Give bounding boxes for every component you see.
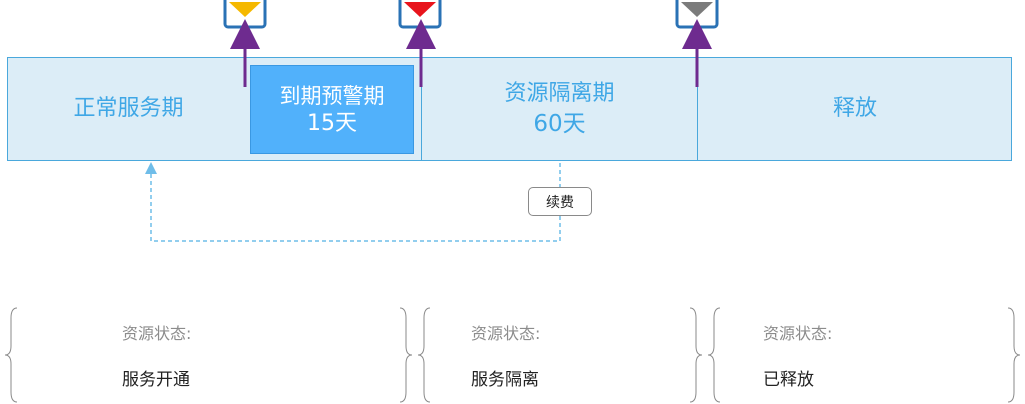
status-label: 资源状态: (122, 324, 192, 343)
status-value: 已释放 (763, 370, 814, 390)
phase-divider (421, 57, 422, 161)
phase-warning: 到期预警期 15天 (250, 65, 414, 154)
envelope-red-icon (398, 0, 442, 29)
phase-normal: 正常服务期 (7, 57, 250, 161)
envelope-gray-icon (675, 0, 719, 29)
phase-isolation: 资源隔离期 60天 (422, 57, 697, 161)
timeline-bar (7, 57, 1012, 161)
status-value: 服务开通 (122, 370, 190, 390)
status-label: 资源状态: (471, 324, 541, 343)
renew-path (151, 163, 561, 242)
envelope-yellow-icon (223, 0, 267, 29)
phase-isolation-label: 资源隔离期 (504, 81, 615, 106)
phase-normal-label: 正常服务期 (73, 96, 184, 121)
status-label: 资源状态: (763, 324, 833, 343)
phase-release: 释放 (698, 57, 1012, 161)
status-braces (4, 307, 1021, 403)
phase-release-label: 释放 (832, 96, 877, 121)
status-value: 服务隔离 (471, 370, 539, 390)
phase-isolation-duration: 60天 (533, 111, 586, 137)
phase-warning-label: 到期预警期 (279, 83, 385, 108)
phase-divider (697, 57, 698, 161)
phase-warning-duration: 15天 (307, 110, 357, 136)
renew-button[interactable]: 续费 (528, 187, 592, 216)
